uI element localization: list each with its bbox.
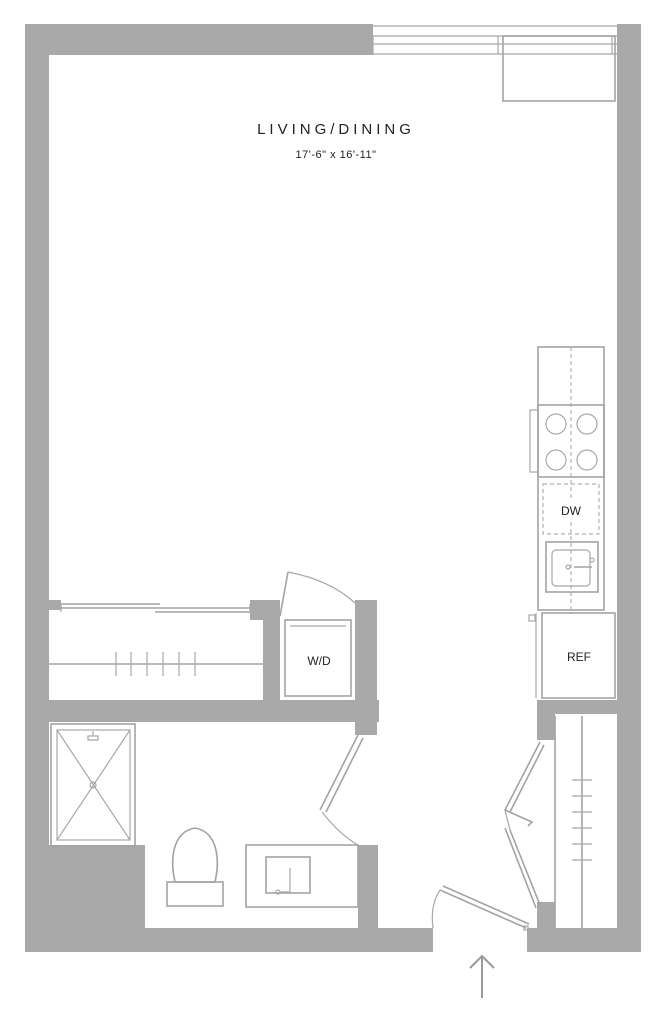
top-windows	[372, 24, 617, 102]
toilet-tank	[166, 881, 224, 907]
washer-dryer-unit	[284, 619, 352, 697]
toilet-bowl	[172, 827, 218, 883]
right-wall	[617, 24, 641, 952]
washer-dryer-label: W/D	[307, 654, 331, 668]
window-sill-box	[502, 35, 616, 102]
interior-walls	[49, 600, 617, 930]
top-wall	[25, 24, 373, 55]
washer-dryer	[279, 571, 356, 697]
dishwasher-label: DW	[561, 504, 582, 518]
closet-right-wall-bottom	[537, 902, 555, 928]
burner-icon	[576, 449, 598, 471]
kitchen-sink	[545, 541, 599, 593]
bathroom	[50, 723, 364, 908]
living-dining-dimensions: 17'-6" x 16'-11"	[296, 149, 377, 161]
closet-left	[49, 603, 263, 676]
burner-icon	[576, 413, 598, 435]
bath-right-wall	[358, 845, 378, 930]
closet-right	[503, 716, 592, 928]
left-wall	[25, 24, 49, 952]
bathroom-vanity	[245, 844, 359, 908]
exterior-walls	[25, 24, 641, 952]
drain-icon	[89, 781, 97, 789]
bathroom-corner-wall	[25, 845, 145, 952]
wd-right-wall	[355, 600, 377, 735]
bottom-wall-right	[527, 928, 641, 952]
burner-icon	[545, 413, 567, 435]
refrigerator	[541, 612, 616, 699]
bath-top-wall	[49, 700, 379, 722]
entry-arrow-icon	[469, 954, 495, 998]
refrigerator-label: REF	[567, 650, 591, 664]
entry-door	[431, 885, 530, 931]
entry-door-leaf	[439, 889, 527, 929]
bathroom-sink	[265, 856, 311, 894]
dishwasher	[542, 483, 600, 535]
living-dining-title: LIVING/DINING	[257, 121, 415, 138]
kitchen	[528, 346, 616, 699]
shower	[50, 723, 136, 847]
kitchen-counter	[537, 346, 605, 611]
burner-icon	[545, 449, 567, 471]
